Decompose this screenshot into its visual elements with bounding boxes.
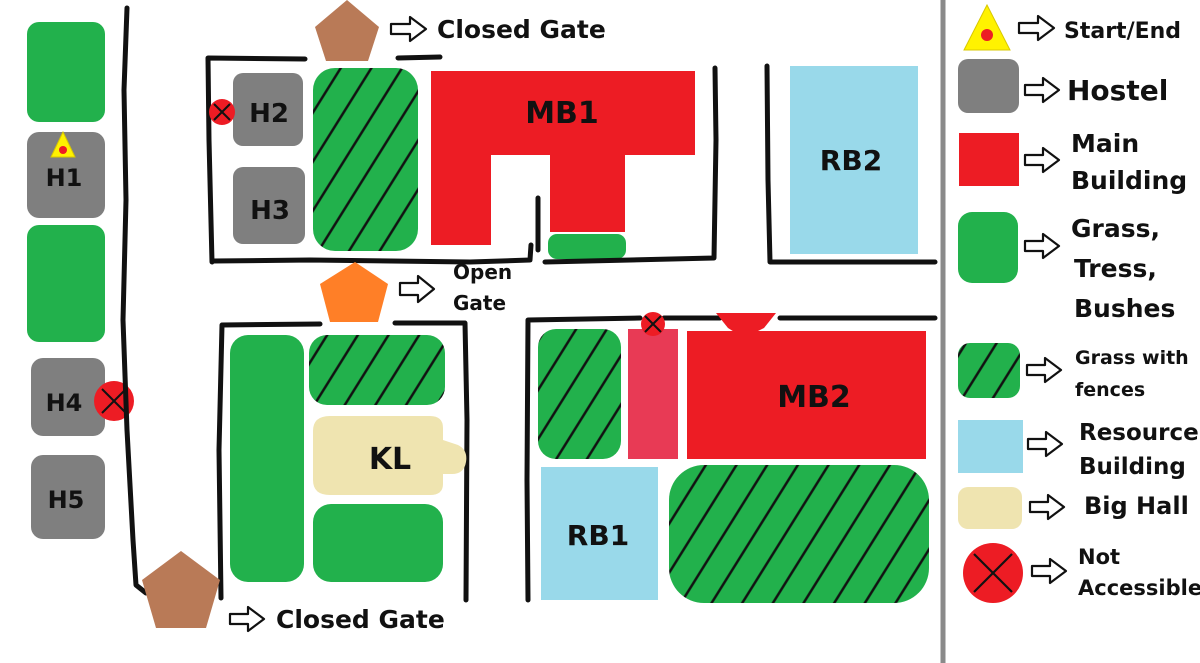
legend-fenced-grass: Grass with fences bbox=[958, 343, 1189, 401]
resource-building-rb2[interactable] bbox=[790, 66, 918, 254]
top-left-block: H2 H3 MB1 bbox=[205, 54, 719, 265]
svg-text:Grass,: Grass, bbox=[1071, 214, 1160, 243]
big-hall-kl[interactable] bbox=[313, 416, 467, 495]
closed-gate-top-arrow bbox=[389, 15, 428, 43]
closed-gate-top bbox=[315, 0, 379, 61]
svg-text:Hostel: Hostel bbox=[1067, 74, 1168, 107]
fenced-grass bbox=[313, 68, 418, 251]
svg-text:Big Hall: Big Hall bbox=[1084, 492, 1189, 520]
main-building-mb2[interactable] bbox=[687, 331, 926, 459]
resource-building-rb1-label: RB1 bbox=[567, 519, 629, 552]
closed-gate-bottom bbox=[142, 551, 220, 628]
open-gate-label: Open bbox=[453, 260, 512, 284]
closed-gate-top-label: Closed Gate bbox=[437, 15, 606, 44]
hostel-h1[interactable] bbox=[27, 132, 105, 218]
fence bbox=[524, 315, 938, 603]
fence bbox=[216, 320, 470, 603]
road-fence bbox=[120, 5, 149, 596]
hostel-swatch bbox=[958, 59, 1019, 113]
resource-building-swatch bbox=[958, 420, 1023, 473]
fenced-grass bbox=[669, 465, 929, 603]
grass-patch bbox=[548, 234, 626, 259]
main-building-mb1-label: MB1 bbox=[525, 96, 599, 131]
resource-building-rb2-label: RB2 bbox=[820, 144, 882, 177]
open-gate-arrow bbox=[398, 274, 436, 304]
grass-swatch bbox=[958, 212, 1018, 283]
svg-text:fences: fences bbox=[1075, 379, 1145, 401]
open-gate bbox=[320, 262, 388, 322]
fence bbox=[535, 65, 719, 265]
hostel-h4[interactable] bbox=[31, 358, 105, 436]
fenced-grass-swatch bbox=[958, 343, 1020, 398]
grass-patch bbox=[27, 225, 105, 342]
bottom-right-block: MB2 RB1 bbox=[524, 312, 938, 603]
left-column: H1 H4 H5 bbox=[27, 22, 134, 539]
big-hall-swatch bbox=[958, 487, 1022, 529]
grass-patch bbox=[27, 22, 105, 122]
not-accessible-marker-h2 bbox=[209, 99, 235, 125]
legend-start-end: Start/End bbox=[963, 3, 1181, 51]
hostel-h5-label: H5 bbox=[48, 486, 85, 514]
hostel-h3-label: H3 bbox=[250, 196, 290, 226]
svg-text:Main: Main bbox=[1071, 129, 1139, 158]
svg-text:Resource: Resource bbox=[1079, 420, 1199, 446]
svg-text:Not: Not bbox=[1078, 545, 1120, 569]
grass-patch bbox=[313, 504, 443, 582]
not-accessible-marker-mb2 bbox=[641, 312, 665, 336]
svg-text:Grass with: Grass with bbox=[1075, 347, 1189, 369]
main-building-mb2-label: MB2 bbox=[777, 380, 851, 415]
legend-resource-building: Resource Building bbox=[958, 420, 1199, 480]
hostel-h2-label: H2 bbox=[249, 99, 289, 129]
start-marker-icon bbox=[963, 3, 1011, 51]
svg-text:Accessible: Accessible bbox=[1078, 576, 1200, 600]
legend: Start/End Hostel Main Building Grass, Tr… bbox=[958, 3, 1200, 603]
open-gate-label: Gate bbox=[453, 291, 506, 315]
main-building-mb1[interactable] bbox=[431, 71, 695, 245]
fenced-grass bbox=[309, 335, 445, 405]
hostel-h2[interactable] bbox=[233, 73, 303, 146]
legend-main-building: Main Building bbox=[959, 129, 1187, 195]
fence bbox=[205, 54, 534, 265]
legend-hostel: Hostel bbox=[958, 59, 1168, 113]
bottom-left-block: KL bbox=[216, 320, 470, 603]
hostel-h1-label: H1 bbox=[46, 164, 83, 192]
grass-patch bbox=[230, 335, 304, 582]
annex-building bbox=[628, 329, 678, 459]
svg-text:Start/End: Start/End bbox=[1064, 19, 1181, 44]
svg-text:Tress,: Tress, bbox=[1074, 254, 1157, 283]
big-hall-kl-label: KL bbox=[369, 442, 411, 477]
main-building-mb2-entrance bbox=[716, 313, 776, 338]
legend-grass: Grass, Tress, Bushes bbox=[958, 212, 1175, 323]
fenced-grass bbox=[538, 329, 621, 459]
svg-text:Bushes: Bushes bbox=[1074, 294, 1175, 323]
legend-not-accessible: Not Accessible bbox=[963, 543, 1200, 603]
closed-gate-bottom-arrow bbox=[228, 605, 266, 633]
legend-big-hall: Big Hall bbox=[958, 487, 1189, 529]
svg-text:Building: Building bbox=[1079, 454, 1186, 480]
hostel-h5[interactable] bbox=[31, 455, 105, 539]
fence bbox=[764, 63, 938, 265]
hostel-h3[interactable] bbox=[233, 167, 305, 244]
closed-gate-bottom-label: Closed Gate bbox=[276, 605, 445, 634]
main-building-swatch bbox=[959, 133, 1019, 186]
svg-text:Building: Building bbox=[1071, 166, 1187, 195]
hostel-h4-label: H4 bbox=[46, 389, 83, 417]
start-end-marker bbox=[50, 130, 76, 158]
resource-building-rb1[interactable] bbox=[541, 467, 658, 600]
